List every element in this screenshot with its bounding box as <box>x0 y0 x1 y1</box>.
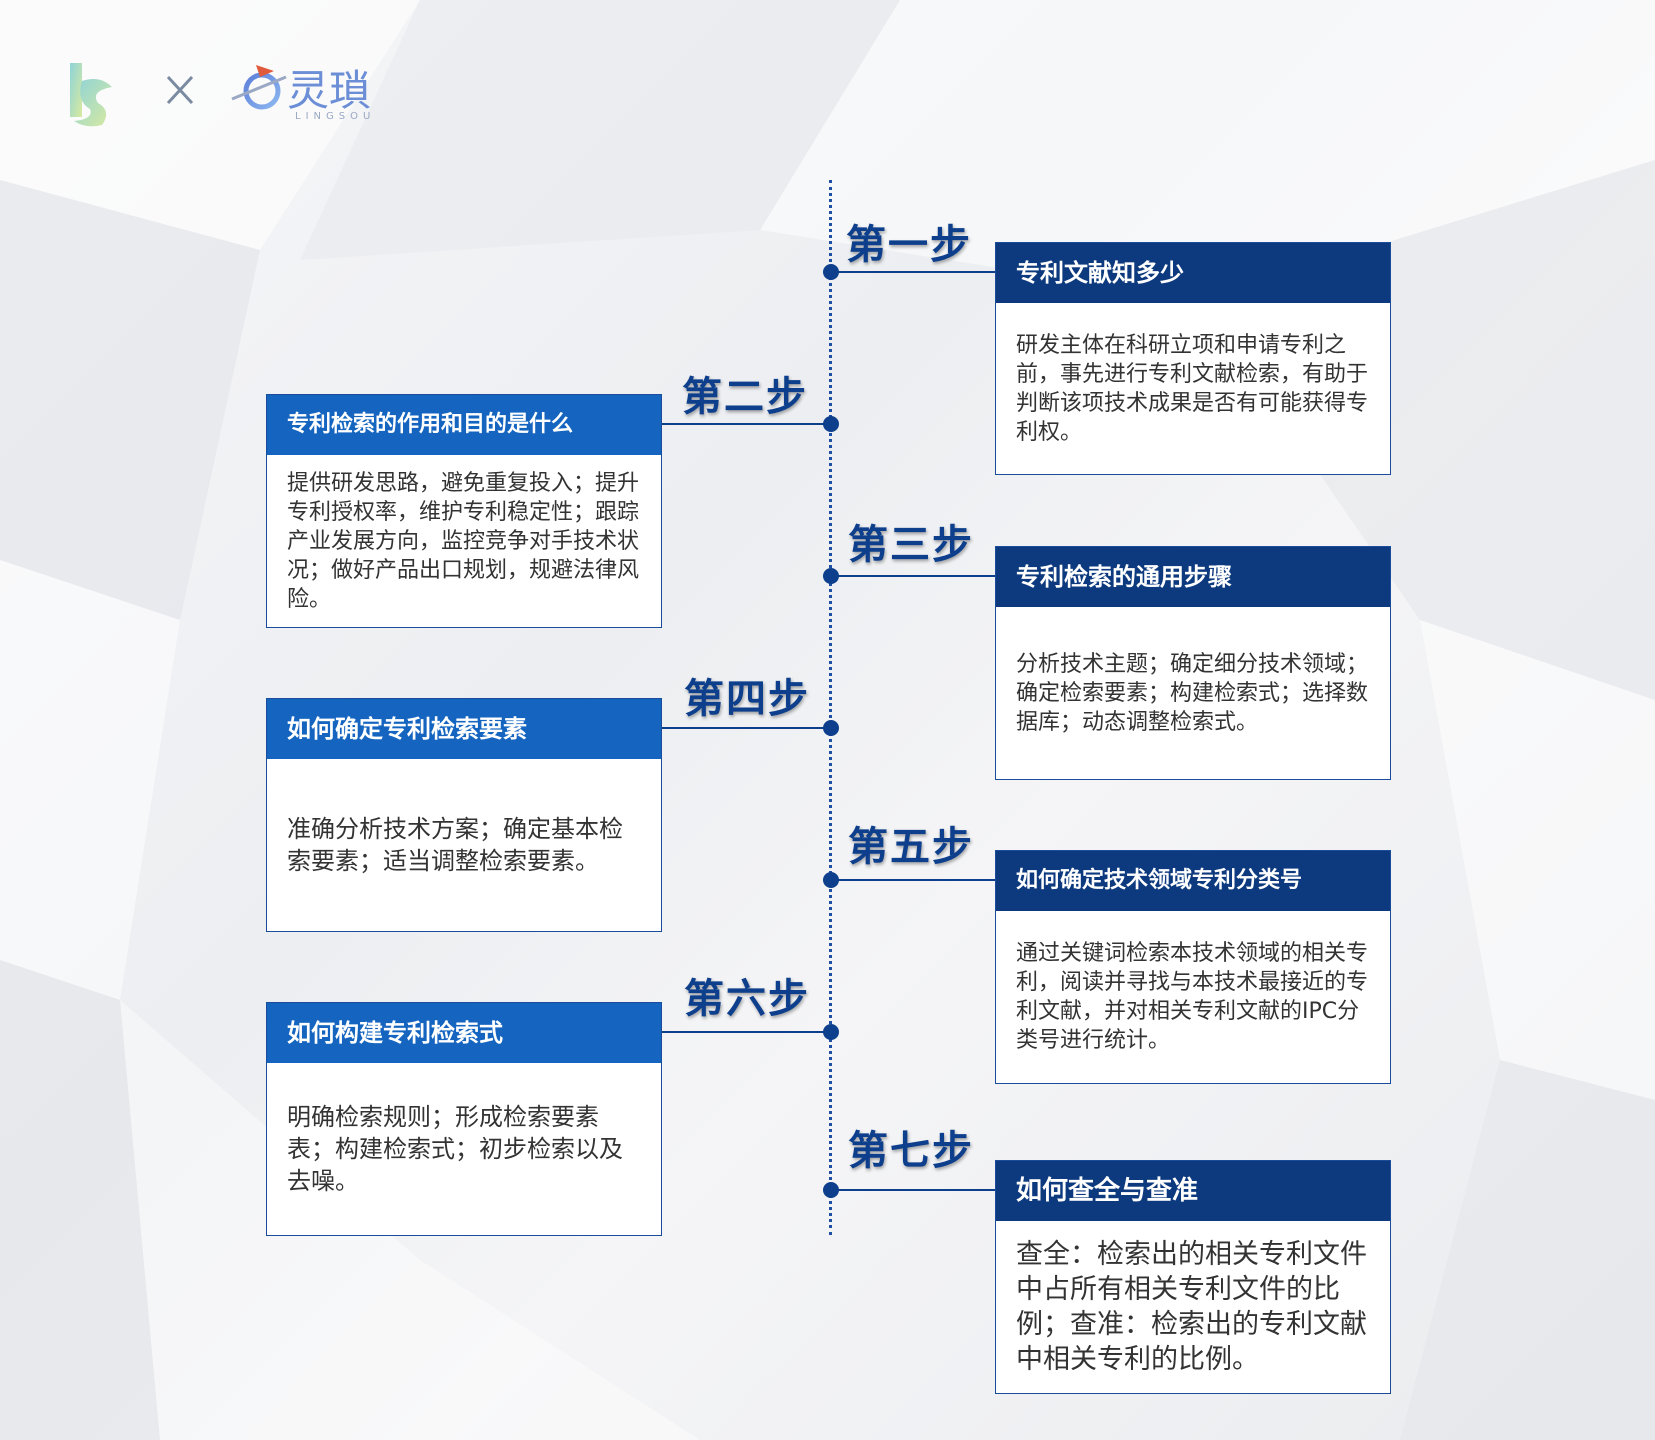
step-card-5: 如何确定技术领域专利分类号 通过关键词检索本技术领域的相关专利，阅读并寻找与本技… <box>995 850 1391 1084</box>
connector-3 <box>830 575 996 577</box>
card-text-3: 分析技术主题；确定细分技术领域；确定检索要素；构建检索式；选择数据库；动态调整检… <box>1016 651 1369 735</box>
rs-logo-icon <box>70 63 287 127</box>
card-body-1: 研发主体在科研立项和申请专利之前，事先进行专利文献检索，有助于判断该项技术成果是… <box>996 303 1390 474</box>
step-label-5: 第五步 <box>848 824 974 870</box>
card-title-6: 如何构建专利检索式 <box>267 1003 661 1063</box>
brand-name: 灵瑣 <box>287 66 372 115</box>
timeline-dot-1 <box>823 264 839 280</box>
card-text-1: 研发主体在科研立项和申请专利之前，事先进行专利文献检索，有助于判断该项技术成果是… <box>1016 332 1369 445</box>
card-body-6: 明确检索规则；形成检索要素表；构建检索式；初步检索以及去噪。 <box>267 1063 661 1235</box>
step-label-6: 第六步 <box>684 976 810 1022</box>
step-label-3: 第三步 <box>848 522 974 568</box>
connector-1 <box>830 271 996 273</box>
step-label-2: 第二步 <box>682 374 808 420</box>
step-card-2: 专利检索的作用和目的是什么 提供研发思路，避免重复投入；提升专利授权率，维护专利… <box>266 394 662 628</box>
connector-2 <box>662 423 830 425</box>
step-card-4: 如何确定专利检索要素 准确分析技术方案；确定基本检索要素；适当调整检索要素。 <box>266 698 662 932</box>
timeline-dot-3 <box>823 568 839 584</box>
timeline-dot-4 <box>823 720 839 736</box>
timeline-dot-5 <box>823 872 839 888</box>
card-title-1: 专利文献知多少 <box>996 243 1390 303</box>
timeline-line <box>829 180 832 1235</box>
timeline-dot-7 <box>823 1182 839 1198</box>
step-label-7: 第七步 <box>848 1128 974 1174</box>
card-text-4: 准确分析技术方案；确定基本检索要素；适当调整检索要素。 <box>287 815 623 875</box>
step-card-3: 专利检索的通用步骤 分析技术主题；确定细分技术领域；确定检索要素；构建检索式；选… <box>995 546 1391 780</box>
timeline-dot-6 <box>823 1024 839 1040</box>
timeline-dot-2 <box>823 416 839 432</box>
logo-bar: 灵瑣 LINGSOU × <box>60 55 480 130</box>
card-text-6: 明确检索规则；形成检索要素表；构建检索式；初步检索以及去噪。 <box>287 1103 623 1195</box>
card-body-5: 通过关键词检索本技术领域的相关专利，阅读并寻找与本技术最接近的专利文献，并对相关… <box>996 911 1390 1083</box>
step-card-7: 如何查全与查准 查全：检索出的相关专利文件中占所有相关专利文件的比例；查准：检索… <box>995 1160 1391 1394</box>
card-title-5: 如何确定技术领域专利分类号 <box>996 851 1390 911</box>
card-text-7: 查全：检索出的相关专利文件中占所有相关专利文件的比例；查准：检索出的专利文献中相… <box>1016 1239 1367 1375</box>
step-card-1: 专利文献知多少 研发主体在科研立项和申请专利之前，事先进行专利文献检索，有助于判… <box>995 242 1391 475</box>
card-body-3: 分析技术主题；确定细分技术领域；确定检索要素；构建检索式；选择数据库；动态调整检… <box>996 607 1390 779</box>
card-title-2: 专利检索的作用和目的是什么 <box>267 395 661 455</box>
card-title-7: 如何查全与查准 <box>996 1161 1390 1221</box>
connector-7 <box>830 1189 996 1191</box>
card-text-5: 通过关键词检索本技术领域的相关专利，阅读并寻找与本技术最接近的专利文献，并对相关… <box>1016 941 1369 1053</box>
connector-6 <box>662 1031 830 1033</box>
brand-sub: LINGSOU <box>295 111 376 122</box>
card-body-7: 查全：检索出的相关专利文件中占所有相关专利文件的比例；查准：检索出的专利文献中相… <box>996 1221 1390 1393</box>
card-title-3: 专利检索的通用步骤 <box>996 547 1390 607</box>
connector-5 <box>830 879 996 881</box>
card-title-4: 如何确定专利检索要素 <box>267 699 661 759</box>
step-label-4: 第四步 <box>684 676 810 722</box>
card-body-4: 准确分析技术方案；确定基本检索要素；适当调整检索要素。 <box>267 759 661 931</box>
step-label-1: 第一步 <box>846 222 972 268</box>
step-card-6: 如何构建专利检索式 明确检索规则；形成检索要素表；构建检索式；初步检索以及去噪。 <box>266 1002 662 1236</box>
card-body-2: 提供研发思路，避免重复投入；提升专利授权率，维护专利稳定性；跟踪产业发展方向，监… <box>267 455 661 627</box>
card-text-2: 提供研发思路，避免重复投入；提升专利授权率，维护专利稳定性；跟踪产业发展方向，监… <box>287 470 640 612</box>
connector-4 <box>662 727 830 729</box>
